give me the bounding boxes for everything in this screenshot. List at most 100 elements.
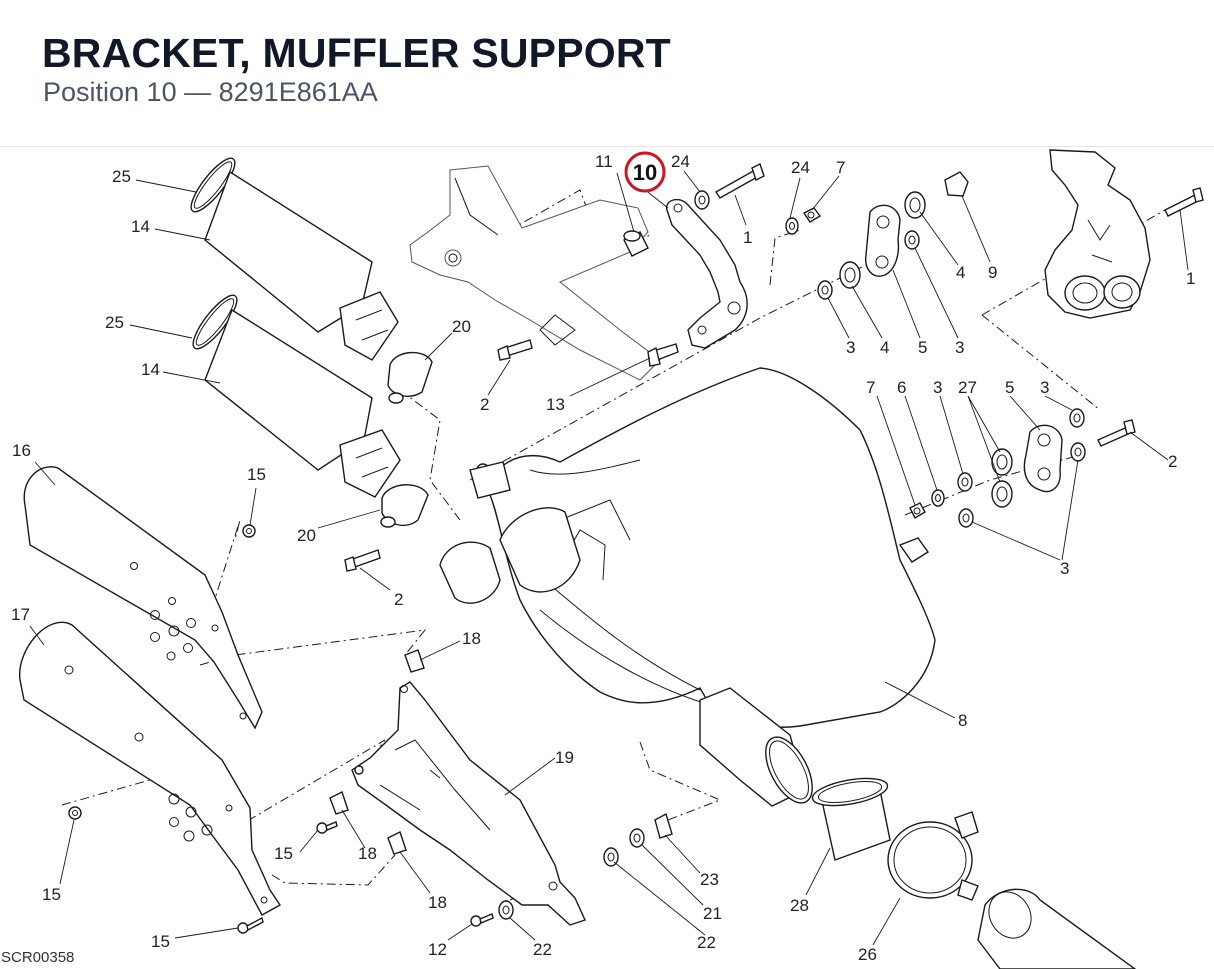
callout-14-lower[interactable]: 14 [141, 360, 160, 379]
silencer-lower [192, 294, 401, 498]
screw-2-upper [497, 339, 533, 361]
callout-15-c[interactable]: 15 [274, 844, 293, 863]
callout-21[interactable]: 21 [703, 904, 722, 923]
callout-22-a[interactable]: 22 [697, 933, 716, 952]
callout-9[interactable]: 9 [988, 263, 997, 282]
callout-3-a[interactable]: 3 [846, 338, 855, 357]
nut-15-b [68, 806, 82, 820]
callout-25-lower[interactable]: 25 [105, 313, 124, 332]
sleeve-28 [811, 777, 891, 861]
callout-22-b[interactable]: 22 [533, 940, 552, 959]
callout-17[interactable]: 17 [11, 605, 30, 624]
callout-4-top[interactable]: 4 [956, 263, 965, 282]
washer-3-top [817, 230, 920, 300]
callout-15-d[interactable]: 15 [151, 932, 170, 951]
cap-9 [944, 171, 969, 197]
screw-15-d [237, 916, 264, 934]
clip-18-a [404, 649, 425, 673]
spacer-11 [623, 230, 649, 257]
callout-24-a[interactable]: 24 [671, 152, 690, 171]
callout-1-top[interactable]: 1 [743, 228, 752, 247]
washer-24-a [694, 190, 710, 210]
callout-2-lower[interactable]: 2 [394, 590, 403, 609]
mount-plate-5-mid [1023, 424, 1063, 493]
callout-2-right[interactable]: 2 [1168, 452, 1177, 471]
screw-12 [470, 913, 494, 927]
callout-16[interactable]: 16 [12, 441, 31, 460]
callout-20-upper[interactable]: 20 [452, 317, 471, 336]
heat-shield-upper [23, 466, 263, 730]
silencer-upper [190, 157, 399, 361]
clip-23 [654, 812, 673, 839]
callout-7-top[interactable]: 7 [836, 158, 845, 177]
nut-7-top [802, 207, 822, 223]
clamp-upper [387, 351, 433, 404]
callout-labels: 25 14 25 14 20 20 16 15 17 2 2 13 11 24 … [11, 152, 1195, 964]
clip-18-c [387, 831, 407, 855]
callout-4-b[interactable]: 4 [880, 338, 889, 357]
washer-6 [931, 489, 945, 507]
callout-14-upper[interactable]: 14 [131, 217, 150, 236]
part-number: 8291E861AA [218, 77, 378, 107]
page-subtitle: Position 10 — 8291E861AA [43, 77, 378, 108]
page-title: BRACKET, MUFFLER SUPPORT [42, 30, 671, 76]
callout-15-a[interactable]: 15 [247, 465, 266, 484]
frame-bracket-right [1044, 149, 1151, 319]
washer-22-a [603, 847, 619, 867]
callout-7-mid[interactable]: 7 [866, 378, 875, 397]
washer-24-b [785, 217, 799, 235]
position-label: Position 10 [43, 77, 177, 107]
callout-12[interactable]: 12 [428, 940, 447, 959]
callout-26[interactable]: 26 [858, 945, 877, 964]
drawing-code: SCR00358 [1, 949, 75, 966]
callout-5-top[interactable]: 5 [918, 338, 927, 357]
screw-15-c [316, 821, 338, 834]
screw-2-lower [344, 549, 381, 572]
callout-18-c[interactable]: 18 [428, 893, 447, 912]
callout-23[interactable]: 23 [700, 870, 719, 889]
nut-15-a [242, 524, 256, 538]
clip-18-b [329, 791, 349, 815]
callout-8[interactable]: 8 [958, 711, 967, 730]
washer-21 [629, 828, 645, 848]
callout-27[interactable]: 27 [958, 378, 977, 397]
washer-22-b [498, 900, 514, 920]
subtitle-separator: — [184, 77, 212, 107]
callout-18-a[interactable]: 18 [462, 629, 481, 648]
page-header: BRACKET, MUFFLER SUPPORT Position 10 — 8… [0, 0, 1214, 147]
clamp-26 [887, 811, 979, 901]
outlet-pipe [699, 687, 813, 807]
callout-13[interactable]: 13 [546, 395, 565, 414]
bracket-10 [666, 198, 748, 349]
callout-6[interactable]: 6 [897, 378, 906, 397]
heat-shield-lower [19, 621, 282, 916]
callout-3-e[interactable]: 3 [1060, 559, 1069, 578]
callout-20-lower[interactable]: 20 [297, 526, 316, 545]
muffler-body [439, 367, 936, 728]
callout-2-upper[interactable]: 2 [480, 395, 489, 414]
callout-28[interactable]: 28 [790, 896, 809, 915]
highlight-circle-10 [624, 151, 666, 193]
lower-bracket-19 [351, 681, 586, 926]
callout-1-right[interactable]: 1 [1186, 269, 1195, 288]
mount-plate-5-top [865, 204, 901, 277]
bolt-2-right [1097, 419, 1136, 447]
callout-19[interactable]: 19 [555, 748, 574, 767]
bolt-1-top [714, 163, 765, 199]
callout-25-upper[interactable]: 25 [112, 167, 131, 186]
callout-3-d[interactable]: 3 [1040, 378, 1049, 397]
leader-lines [29, 170, 1189, 946]
callout-15-b[interactable]: 15 [42, 885, 61, 904]
bolt-1-right [1164, 187, 1204, 217]
nut-7-mid [909, 502, 926, 519]
callout-3-b[interactable]: 3 [955, 338, 964, 357]
frame-ghost [409, 165, 661, 381]
clamp-lower [380, 484, 429, 528]
callout-3-c[interactable]: 3 [933, 378, 942, 397]
callout-5-mid[interactable]: 5 [1005, 378, 1014, 397]
grommet-27 [991, 448, 1013, 508]
callout-18-b[interactable]: 18 [358, 844, 377, 863]
callout-11[interactable]: 11 [595, 152, 613, 171]
callout-10[interactable]: 10 [633, 160, 657, 185]
callout-24-b[interactable]: 24 [791, 158, 810, 177]
